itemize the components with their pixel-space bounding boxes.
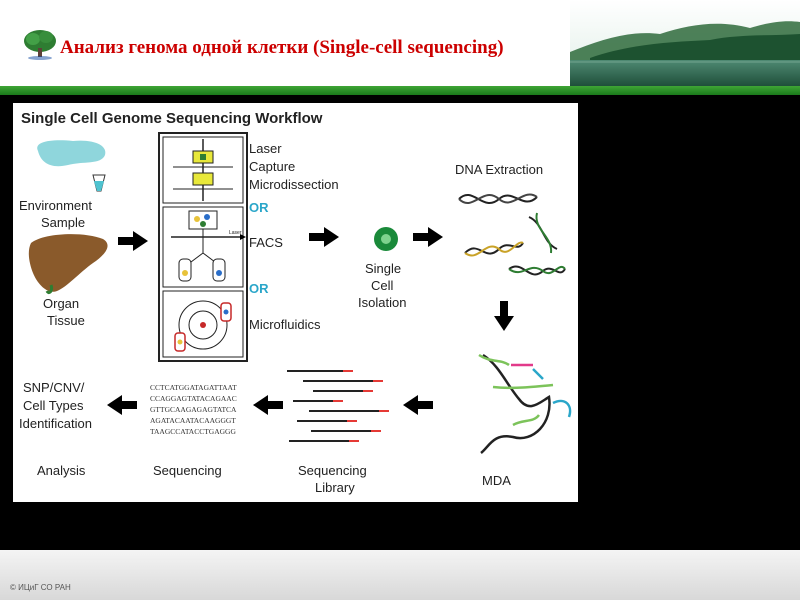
arrow-to-sequencing-library (403, 395, 433, 415)
sequence-line-5: TAAGCCATACCTGAGGG (150, 427, 236, 436)
snp-cnv-label-3: Identification (19, 416, 92, 431)
sequence-line-3: GTTGCAAGAGAGTATCA (150, 405, 237, 414)
arrow-to-mda (494, 301, 514, 331)
single-cell-icon (374, 227, 398, 251)
dna-extraction-label: DNA Extraction (455, 162, 543, 177)
laser-capture-label-2: Capture (249, 159, 295, 174)
arrow-to-dna-extraction (413, 227, 443, 247)
laser-capture-label-1: Laser (249, 141, 282, 156)
slide-header (0, 0, 800, 86)
single-cell-label-3: Isolation (358, 295, 406, 310)
environment-sample-icon (37, 140, 106, 192)
facs-label: FACS (249, 235, 283, 250)
footer-copyright: © ИЦиГ СО РАН (10, 583, 71, 592)
arrow-to-single-cell (309, 227, 339, 247)
isolation-methods-box: Laser (158, 132, 248, 362)
mda-label: MDA (482, 473, 511, 488)
institute-logo-icon (24, 30, 56, 60)
diagram-title: Single Cell Genome Sequencing Workflow (21, 110, 323, 127)
workflow-diagram: Single Cell Genome Sequencing Workflow E… (19, 110, 572, 495)
microfluidics-label: Microfluidics (249, 317, 321, 332)
laser-capture-label-3: Microdissection (249, 177, 339, 192)
liver-icon (28, 234, 108, 295)
footer-bar (0, 550, 800, 600)
single-cell-label-2: Cell (371, 278, 394, 293)
mda-amplification-icon (478, 353, 572, 454)
analysis-label: Analysis (37, 463, 86, 478)
sequence-reads: CCTCATGGATAGATTAAT CCAGGAGTATACAGAAC GTT… (150, 383, 237, 436)
environment-sample-label-2: Sample (41, 215, 85, 230)
sequencing-library-fragments (287, 370, 389, 442)
arrow-to-analysis (107, 395, 137, 415)
environment-sample-label-1: Environment (19, 198, 92, 213)
organ-tissue-label-2: Tissue (47, 313, 85, 328)
header-divider (0, 86, 800, 95)
dna-helix-icons (458, 193, 566, 276)
arrow-to-isolation-methods (118, 231, 148, 251)
single-cell-label-1: Single (365, 261, 401, 276)
laser-tag-label: Laser (229, 230, 242, 236)
snp-cnv-label-1: SNP/CNV/ (23, 380, 85, 395)
sequence-line-2: CCAGGAGTATACAGAAC (150, 394, 237, 403)
lake-forest-image (570, 0, 800, 86)
or-label-1: OR (249, 200, 269, 215)
workflow-figure: Single Cell Genome Sequencing Workflow E… (13, 103, 578, 502)
sequence-line-1: CCTCATGGATAGATTAAT (150, 383, 237, 392)
slide-title: Анализ генома одной клетки (Single-cell … (60, 37, 504, 58)
arrow-to-sequencing (253, 395, 283, 415)
or-label-2: OR (249, 281, 269, 296)
sequencing-library-label-1: Sequencing (298, 463, 367, 478)
organ-tissue-label-1: Organ (43, 296, 79, 311)
sequence-line-4: AGATACAATACAAGGGT (150, 416, 236, 425)
sequencing-label: Sequencing (153, 463, 222, 478)
snp-cnv-label-2: Cell Types (23, 398, 84, 413)
sequencing-library-label-2: Library (315, 480, 355, 495)
